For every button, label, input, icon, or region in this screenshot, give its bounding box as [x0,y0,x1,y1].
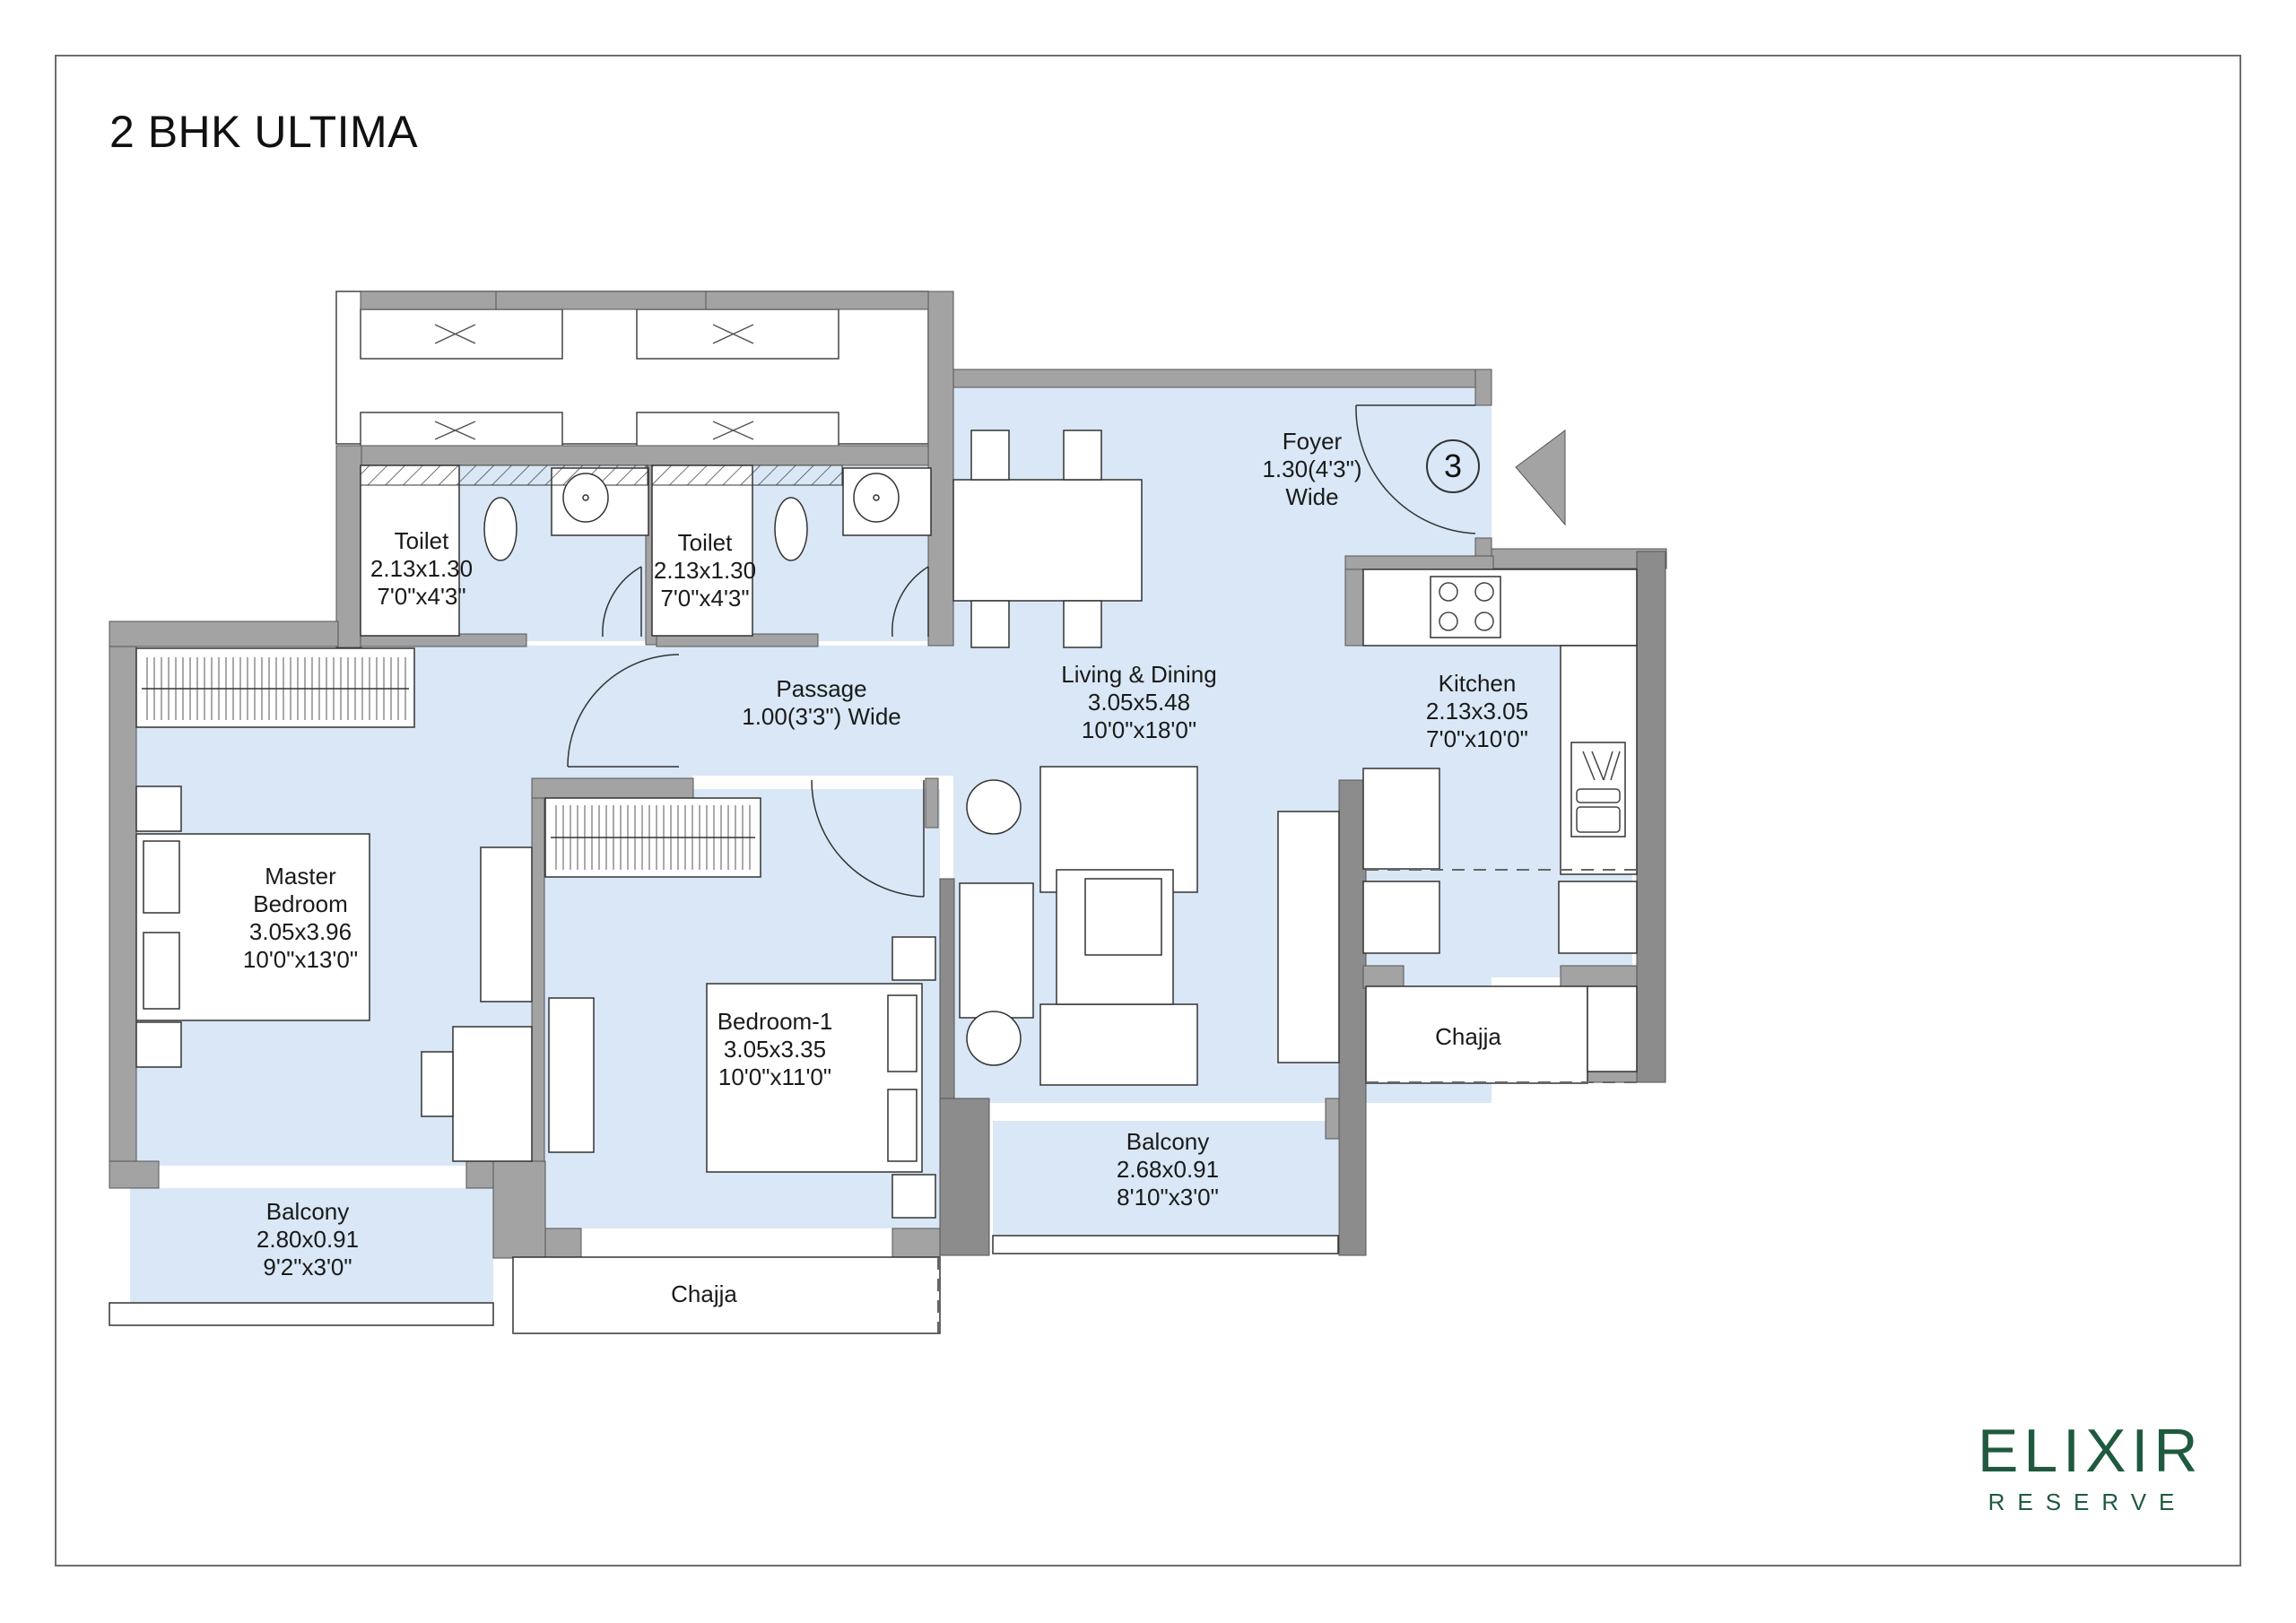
duct-x-marks [434,324,754,440]
entrance-arrow-icon [1515,430,1566,526]
toilet2-shelf [651,464,843,486]
toilet1-shelf [360,464,648,486]
service-duct-area [335,291,929,449]
brand-logo-line2: RESERVE [1987,1488,2187,1515]
hob-burners [1439,582,1494,631]
door-swings [567,404,1476,898]
room-label-chajja-bedroom: Chajja [671,1280,737,1307]
room-label-chajja-kitchen: Chajja [1435,1023,1501,1050]
unit-number-badge: 3 [1426,439,1480,493]
walls [109,291,1667,1259]
plan-title: 2 BHK ULTIMA [109,107,419,157]
sink-detail [1576,751,1621,833]
brand-logo: ELIXIR RESERVE [1978,1419,2197,1516]
sanitary-fixtures [483,473,900,561]
brand-logo-line1: ELIXIR [1978,1417,2204,1485]
chajja-outlines [513,869,1637,1334]
plan-frame [55,55,2241,1567]
